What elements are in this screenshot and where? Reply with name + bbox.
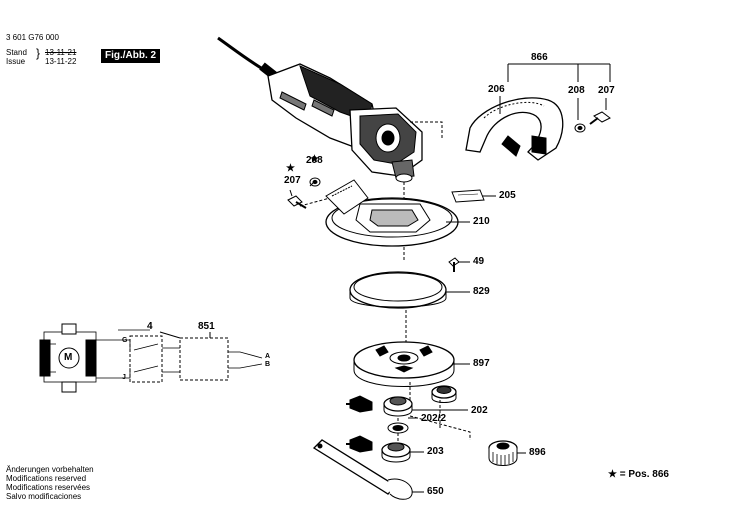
callout-202-2: 202/2 bbox=[421, 413, 447, 424]
stand-date: 13-11-21 bbox=[45, 48, 77, 57]
callout-208-left: 208 bbox=[306, 155, 323, 166]
screw-49 bbox=[448, 257, 460, 272]
callout-650: 650 bbox=[427, 486, 444, 497]
star-icon-2: ★ bbox=[286, 163, 295, 174]
motor-label: M bbox=[64, 352, 73, 363]
callout-205: 205 bbox=[499, 190, 516, 201]
note-es: Salvo modificaciones bbox=[6, 492, 82, 501]
callout-829: 829 bbox=[473, 286, 490, 297]
callout-210: 210 bbox=[473, 216, 490, 227]
callout-207-left: 207 bbox=[284, 175, 301, 186]
terminal-g: G bbox=[122, 337, 128, 344]
dust-guard-210 bbox=[325, 179, 459, 247]
brace: } bbox=[36, 46, 41, 60]
grinder-body bbox=[267, 63, 423, 183]
callout-896: 896 bbox=[529, 447, 546, 458]
field-coil-right bbox=[85, 339, 97, 377]
terminal-j: J bbox=[122, 374, 126, 381]
callout-866: 866 bbox=[531, 52, 548, 63]
callout-203: 203 bbox=[427, 446, 444, 457]
note-en: Modifications reserved bbox=[6, 474, 87, 483]
issue-label: Issue bbox=[6, 57, 26, 66]
flange-nut-top-right bbox=[431, 385, 457, 403]
wiring-diagram bbox=[39, 323, 263, 393]
callout-897: 897 bbox=[473, 358, 490, 369]
callout-202: 202 bbox=[471, 405, 488, 416]
stand-label: Stand bbox=[6, 48, 27, 57]
leader-208-left bbox=[309, 181, 315, 187]
callout-4: 4 bbox=[147, 321, 153, 332]
label-plate-205 bbox=[451, 189, 485, 203]
nut-203 bbox=[346, 435, 411, 463]
terminal-b: B bbox=[265, 361, 271, 368]
assembly-line bbox=[410, 121, 443, 140]
brush-ring-829 bbox=[349, 271, 447, 309]
callout-851: 851 bbox=[198, 321, 215, 332]
electronics-module-851 bbox=[179, 337, 229, 381]
clamping-flange-202 bbox=[346, 395, 413, 434]
issue-date: 13-11-22 bbox=[45, 57, 77, 66]
power-cord bbox=[217, 36, 269, 74]
leader-4 bbox=[159, 331, 181, 339]
legend-star-pos: ★ = Pos. 866 bbox=[608, 469, 669, 480]
bracket-866 bbox=[507, 63, 611, 82]
figure-label: Fig./Abb. 2 bbox=[101, 49, 161, 63]
callout-49: 49 bbox=[473, 256, 485, 267]
backing-pad-897 bbox=[353, 341, 455, 387]
doc-number: 3 601 G76 000 bbox=[6, 33, 59, 42]
leader-207-left bbox=[289, 189, 293, 197]
star-icon: ★ bbox=[310, 154, 319, 165]
callout-208: 208 bbox=[568, 85, 585, 96]
auxiliary-handle bbox=[465, 97, 564, 161]
field-coil-left bbox=[39, 339, 51, 377]
note-de: Änderungen vorbehalten bbox=[6, 465, 94, 474]
assembly-line bbox=[409, 415, 471, 440]
screw-207 bbox=[589, 111, 611, 125]
switch-contacts bbox=[133, 343, 159, 373]
callout-207: 207 bbox=[598, 85, 615, 96]
terminal-a: A bbox=[265, 353, 271, 360]
spanner-pin-icon bbox=[349, 395, 373, 413]
screw-207-left bbox=[287, 195, 307, 209]
quick-nut-896 bbox=[488, 440, 518, 466]
pin-wrench-650 bbox=[312, 439, 413, 500]
callout-206: 206 bbox=[488, 84, 505, 95]
note-fr: Modifications reservées bbox=[6, 483, 91, 492]
spanner-pin-icon bbox=[349, 435, 373, 453]
